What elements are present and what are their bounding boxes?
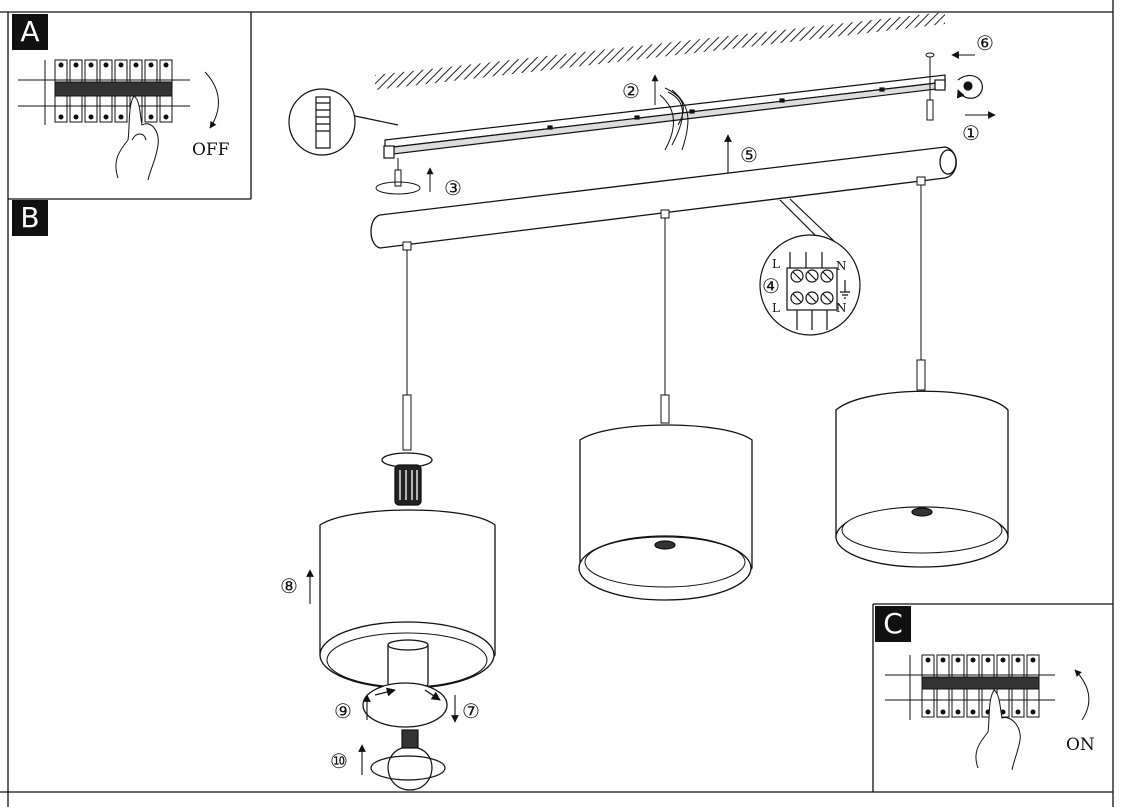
terminal-block-detail (759, 198, 861, 336)
terminal-label-l-bottom: L (772, 301, 780, 315)
ceiling-hatch (375, 12, 945, 90)
lamp-middle (578, 424, 753, 601)
wall-plug-detail (288, 88, 399, 156)
step-8: ⑧ (280, 574, 298, 598)
panel-b-letter: B (12, 200, 48, 236)
terminal-label-n-bottom: N (836, 301, 847, 315)
light-bulb (370, 729, 446, 791)
step-1: ① (962, 121, 980, 145)
step-3: ③ (444, 176, 462, 200)
panel-a-letter: A (12, 14, 48, 50)
panel-c-letter: C (875, 606, 911, 642)
panel-c-breaker-illustration (885, 654, 1090, 771)
step-2: ② (622, 79, 640, 103)
step-9: ⑨ (334, 699, 352, 723)
panel-a-breaker-illustration (18, 59, 219, 181)
terminal-label-n-top: N (836, 259, 847, 273)
step-6: ⑥ (976, 31, 994, 55)
terminal-label-l-top: L (772, 257, 780, 271)
lamp-left-exploded (319, 452, 496, 728)
step-5: ⑤ (740, 143, 758, 167)
step-4: ④ (762, 274, 780, 298)
lamp-right (835, 390, 1009, 568)
mounting-bracket (383, 74, 946, 159)
panel-c-on-label: ON (1066, 735, 1095, 755)
canopy-bar (370, 146, 957, 249)
step-10: ⑩ (330, 749, 348, 773)
step-7: ⑦ (462, 699, 480, 723)
panel-a-off-label: OFF (192, 140, 230, 160)
